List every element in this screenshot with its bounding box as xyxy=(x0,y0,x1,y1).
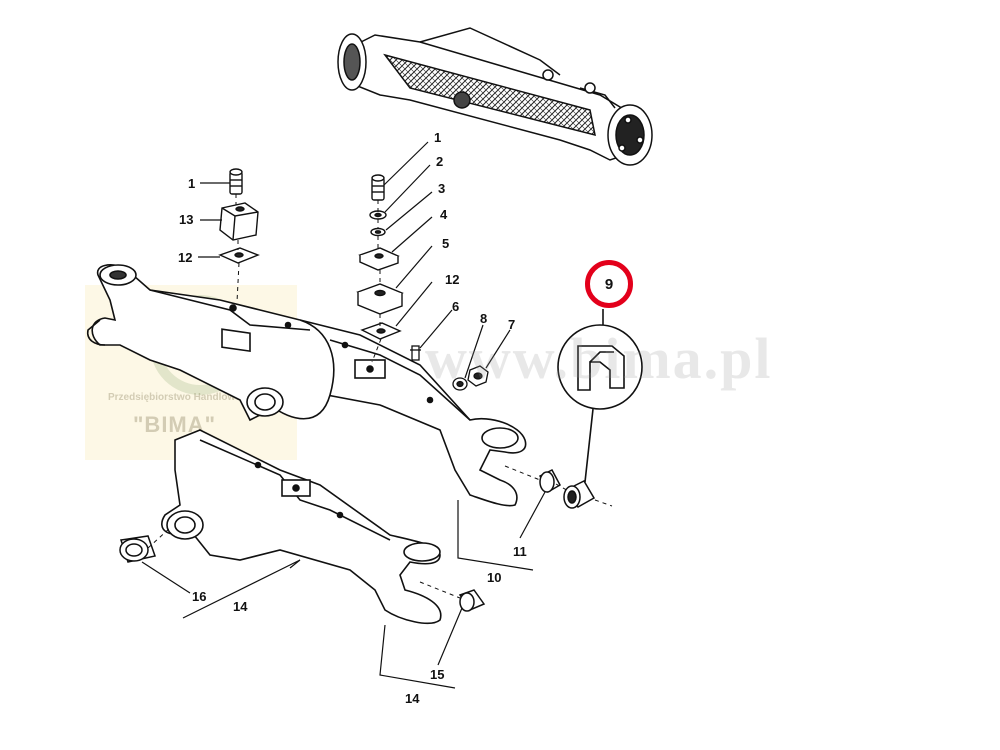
seal-detail-circle xyxy=(557,309,643,483)
callout-7: 7 xyxy=(508,317,516,332)
callout-3: 3 xyxy=(438,181,446,196)
callout-10: 10 xyxy=(487,570,502,585)
callout-12-left: 12 xyxy=(178,250,193,265)
callout-6: 6 xyxy=(452,299,460,314)
callout-11: 11 xyxy=(513,544,527,559)
overview-axle-drawing xyxy=(337,27,653,166)
callout-15: 15 xyxy=(430,667,445,682)
callout-2: 2 xyxy=(436,154,444,169)
assembly-dashed-lines xyxy=(147,194,613,599)
bushings xyxy=(119,469,596,612)
callout-1-top: 1 xyxy=(434,130,442,145)
callout-14-bottom: 14 xyxy=(405,691,420,706)
callout-13: 13 xyxy=(179,212,194,227)
watermark-company-line: Przedsiębiorstwo Handlowe xyxy=(108,392,241,403)
callout-1-left: 1 xyxy=(188,176,196,191)
callout-16: 16 xyxy=(192,589,207,604)
leader-lines xyxy=(141,141,546,689)
lower-axle-beam xyxy=(161,429,442,625)
callout-4: 4 xyxy=(440,207,448,222)
callout-14-left: 14 xyxy=(233,599,248,614)
callout-5: 5 xyxy=(442,236,450,251)
left-mount-stack xyxy=(218,168,260,264)
callout-8: 8 xyxy=(480,311,488,326)
upper-axle-beam xyxy=(86,264,527,507)
right-mount-stack xyxy=(356,174,404,340)
highlighted-part-badge: 9 xyxy=(585,260,633,308)
callout-12-right: 12 xyxy=(445,272,460,287)
watermark-url: www.bima.pl xyxy=(425,326,773,391)
grease-fitting-and-nuts xyxy=(410,345,489,391)
